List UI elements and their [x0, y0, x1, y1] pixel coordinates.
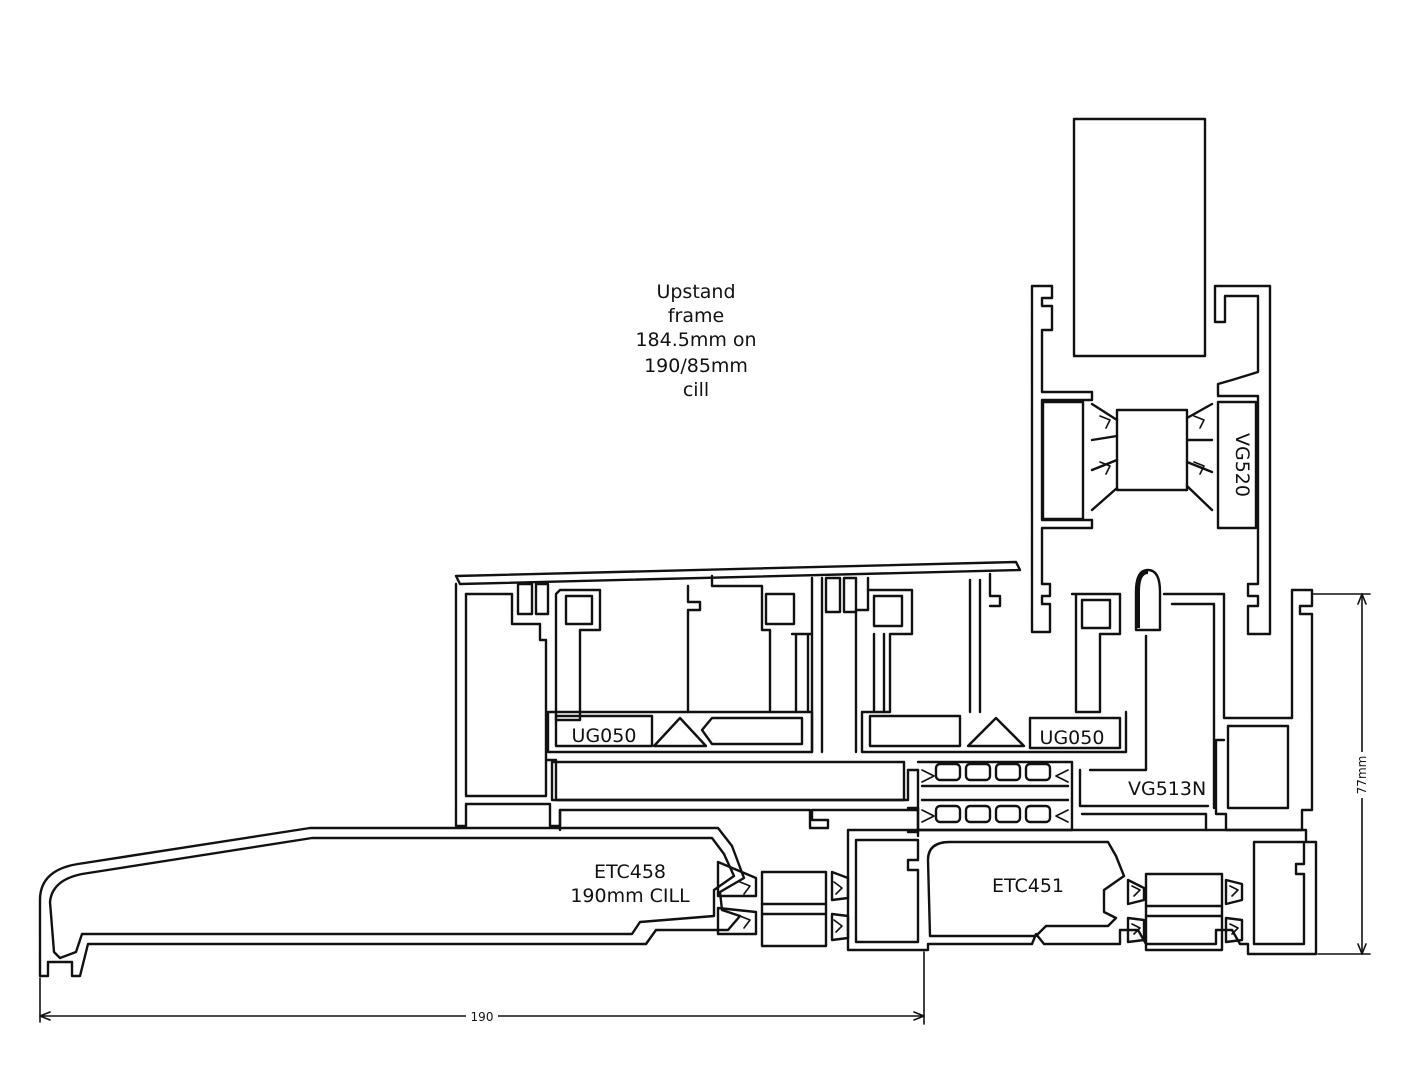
label-ug050-left: UG050	[572, 725, 637, 747]
dimension-190-label: 190	[471, 1010, 494, 1024]
label-ug050-right: UG050	[1040, 727, 1105, 749]
note-line-2: frame	[668, 305, 724, 327]
note-line-1: Upstand	[656, 281, 735, 303]
dimension-77mm: 77mm	[1311, 593, 1371, 955]
dimension-190: 190	[39, 951, 925, 1025]
base-frame-etc451: ETC451	[846, 806, 1318, 956]
label-etc458-line1: ETC458	[594, 861, 666, 883]
bulb-gasket	[1134, 568, 1162, 632]
note-line-4: 190/85mm	[644, 355, 748, 377]
frame-vg513n: VG513N	[1070, 588, 1314, 832]
label-etc451: ETC451	[992, 875, 1064, 897]
cill-thermal-break	[716, 860, 850, 948]
dimension-77mm-label: 77mm	[1355, 756, 1369, 795]
glazing-frame: UG050 UG050	[454, 560, 1128, 838]
label-vg520: VG520	[1231, 433, 1253, 497]
note-line-5: cill	[683, 379, 709, 401]
note-line-3: 184.5mm on	[635, 329, 756, 351]
label-etc458-line2: 190mm CILL	[570, 885, 690, 907]
cill-etc458: ETC458 190mm CILL	[38, 826, 746, 978]
glass-pane	[1072, 117, 1207, 358]
label-vg513n: VG513N	[1128, 778, 1206, 800]
sash-profile: VG520	[1030, 284, 1272, 636]
thermal-break-center	[916, 760, 1074, 832]
upstand-note: Upstand frame 184.5mm on 190/85mm cill	[635, 281, 756, 401]
